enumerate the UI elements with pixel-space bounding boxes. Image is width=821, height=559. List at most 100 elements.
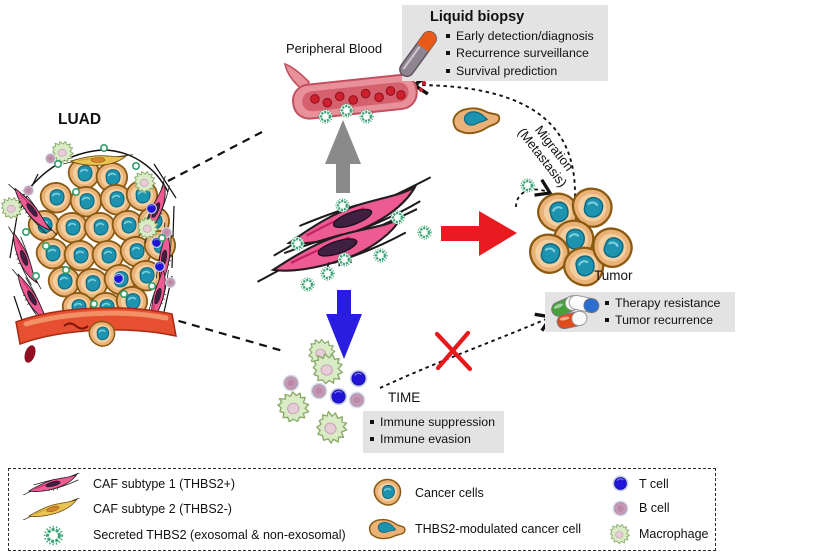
- up-arrow-to-blood: [325, 120, 361, 193]
- legend-label: B cell: [639, 501, 670, 515]
- liquid-biopsy-item: Early detection/diagnosis: [456, 29, 594, 43]
- down-arrow-to-time: [326, 290, 362, 359]
- time-box-item: Immune suppression: [380, 415, 496, 429]
- luad-label: LUAD: [58, 111, 102, 128]
- legend-column-middle: Cancer cells THBS2-modulated cancer cell: [367, 469, 611, 550]
- macrophage-cell: [1, 197, 23, 219]
- cancer-cell: [111, 210, 144, 242]
- tumor-box-item: Therapy resistance: [615, 296, 721, 310]
- legend-box: CAF subtype 1 (THBS2+) CAF subtype 2 (TH…: [8, 468, 716, 551]
- migration-dashed-arrow: [410, 74, 576, 198]
- legend-item-tcell: T cell: [609, 474, 721, 493]
- legend-item-cancer-cells: Cancer cells: [367, 477, 611, 508]
- exosome-icon: [317, 108, 334, 125]
- legend-item-macrophage: Macrophage: [609, 523, 721, 545]
- liquid-biopsy-item: Survival prediction: [456, 63, 558, 78]
- pills-icon: [549, 293, 603, 336]
- legend-item-caf1: CAF subtype 1 (THBS2+): [21, 472, 365, 495]
- exosome-icon: [519, 177, 536, 194]
- b-cell: [348, 391, 366, 409]
- exosome-icon: [299, 276, 316, 293]
- exosome-icon: [358, 108, 375, 125]
- exosome-icon: [389, 209, 406, 226]
- bullet-square-icon: [370, 437, 374, 441]
- macrophage-cell: [274, 387, 314, 427]
- legend-label: CAF subtype 1 (THBS2+): [93, 476, 236, 491]
- exosome-icon: [338, 102, 355, 119]
- time-to-tumor-dashed-arrow: [379, 312, 554, 389]
- t-cell: [329, 387, 348, 406]
- b-cell: [44, 152, 57, 165]
- legend-label: CAF subtype 2 (THBS2-): [93, 502, 232, 516]
- time-immune-cells: [274, 336, 368, 449]
- b-cell: [282, 374, 300, 392]
- legend-label: Cancer cells: [415, 485, 484, 500]
- exosome-icon: [336, 251, 353, 268]
- blood-tube-icon: [398, 25, 442, 88]
- time-box-item: Immune evasion: [380, 432, 471, 446]
- blocked-red-cross-icon: [434, 330, 473, 372]
- bullet-square-icon: [446, 51, 450, 56]
- t-cell-icon: [609, 474, 631, 493]
- liquid-biopsy-title: Liquid biopsy: [430, 9, 525, 25]
- caf-subtype1-icon: [21, 472, 85, 495]
- legend-item-thbs2: Secreted THBS2 (exosomal & non-exosomal): [21, 524, 365, 547]
- t-cell: [349, 369, 368, 388]
- legend-label: T cell: [639, 476, 669, 491]
- tumor-label: Tumor: [594, 268, 633, 283]
- b-cell: [310, 382, 328, 400]
- migrating-cancer-cell: [451, 103, 502, 137]
- peripheral-blood-label: Peripheral Blood: [286, 41, 383, 56]
- caf-subtype2-icon: [21, 498, 85, 520]
- legend-label: Secreted THBS2 (exosomal & non-exosomal): [93, 528, 346, 542]
- legend-item-caf2: CAF subtype 2 (THBS2-): [21, 498, 365, 520]
- b-cell-icon: [609, 499, 631, 518]
- zoom-funnel-lines: [164, 131, 284, 353]
- legend-column-right: T cell B cell Macrophage: [609, 469, 721, 550]
- bullet-square-icon: [446, 68, 450, 73]
- cancer-cell: [55, 212, 88, 244]
- exosome-icon: [416, 224, 433, 241]
- legend-column-left: CAF subtype 1 (THBS2+) CAF subtype 2 (TH…: [21, 469, 365, 550]
- cancer-cell-icon: [367, 477, 407, 508]
- b-cell: [22, 184, 35, 197]
- cancer-cell: [63, 240, 96, 272]
- legend-item-bcell: B cell: [609, 499, 721, 518]
- legend-label: Macrophage: [639, 526, 709, 541]
- time-label: TIME: [388, 390, 421, 405]
- cancer-cell: [83, 212, 116, 244]
- thbs2-modulated-cell: [451, 103, 502, 137]
- cancer-cell: [99, 184, 132, 216]
- bullet-square-icon: [605, 317, 609, 322]
- secreted-thbs2-icon: [21, 524, 85, 547]
- tumor-outcome-box: Therapy resistance Tumor recurrence: [545, 292, 735, 332]
- macrophage-icon: [609, 523, 631, 545]
- legend-item-modulated-cell: THBS2-modulated cancer cell: [367, 516, 611, 542]
- t-cell: [153, 260, 166, 273]
- time-outcome-box: Immune suppression Immune evasion: [363, 411, 504, 453]
- liquid-biopsy-box: Liquid biopsy Early detection/diagnosis …: [399, 5, 608, 81]
- t-cell: [112, 272, 125, 285]
- exosome-icon: [319, 265, 336, 282]
- macrophage-cell: [311, 407, 353, 449]
- cancer-cell: [39, 182, 72, 214]
- cancer-cell: [35, 238, 68, 270]
- legend-label: THBS2-modulated cancer cell: [415, 522, 582, 536]
- bullet-square-icon: [370, 420, 374, 424]
- luad-illustration: [1, 141, 184, 363]
- b-cell: [164, 276, 177, 289]
- exosome-icon: [334, 197, 351, 214]
- thbs2-dots: [21, 144, 167, 309]
- tumor-box-item: Tumor recurrence: [615, 312, 714, 327]
- bullet-square-icon: [605, 301, 609, 305]
- thbs2-modulated-cell-icon: [367, 516, 407, 542]
- right-arrow-to-tumor: [441, 211, 517, 256]
- exosome-icon: [289, 235, 306, 252]
- blood-vessel: [283, 62, 430, 120]
- exosome-icon: [372, 247, 389, 264]
- cancer-cell: [88, 320, 116, 347]
- blood-droplet: [24, 345, 36, 363]
- liquid-biopsy-item: Recurrence surveillance: [456, 46, 589, 61]
